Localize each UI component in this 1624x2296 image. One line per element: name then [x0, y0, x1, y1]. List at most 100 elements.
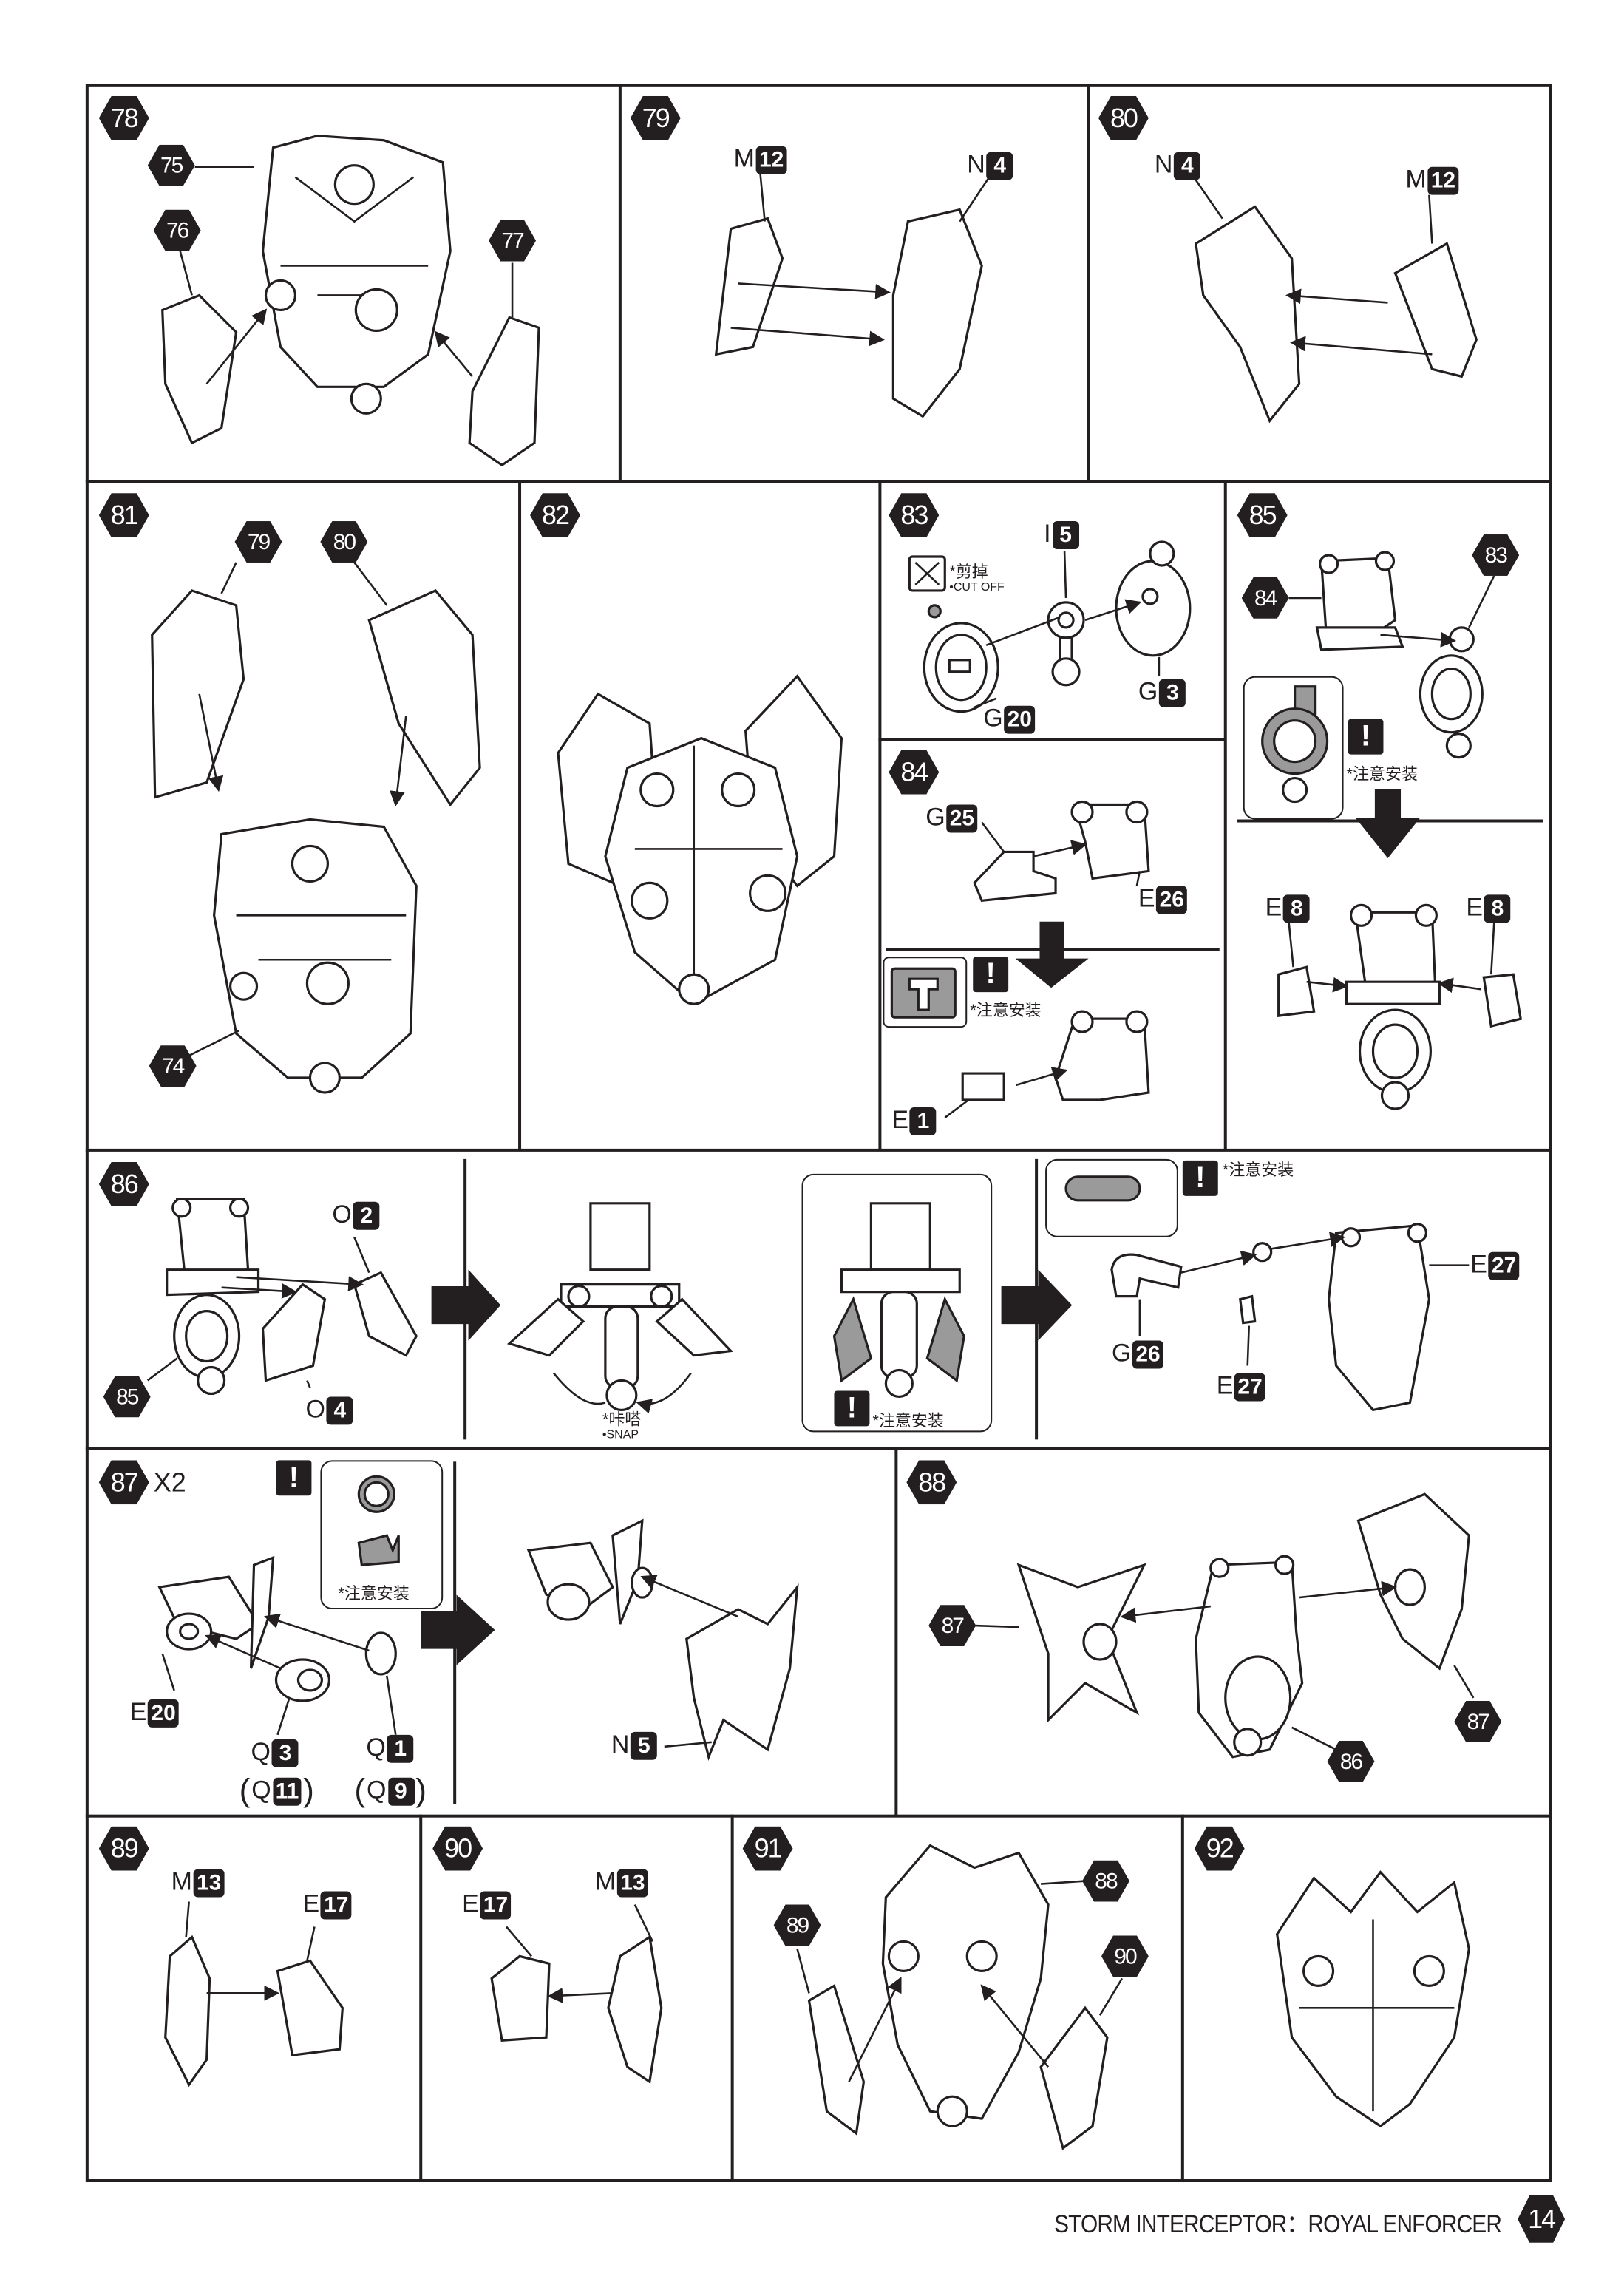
row-divider: [85, 1447, 1552, 1450]
part-runner: E: [1466, 893, 1483, 922]
part-runner: Q: [366, 1733, 386, 1762]
col-divider: [1180, 1814, 1184, 2183]
part-runner: E: [891, 1105, 909, 1134]
part-number: 11: [272, 1776, 302, 1805]
col-divider: [618, 84, 622, 482]
ref-badge: 87: [928, 1605, 976, 1646]
warning-icon: !: [1182, 1160, 1218, 1196]
part-number: 27: [1488, 1251, 1520, 1280]
part-number: 2: [353, 1200, 380, 1229]
part-runner: M: [594, 1867, 616, 1896]
part-number: 4: [326, 1396, 353, 1424]
paren: (: [354, 1771, 365, 1809]
page-number: 14: [1518, 2195, 1566, 2243]
row-divider: [85, 480, 1552, 483]
part-number: 1: [387, 1733, 414, 1762]
footer-title: STORM INTERCEPTOR：ROYAL ENFORCER: [1054, 2210, 1502, 2238]
part-number: 13: [617, 1868, 648, 1897]
caution-note: *注意安装: [970, 1002, 1042, 1021]
warning-icon: !: [276, 1460, 312, 1496]
part-runner: E: [1138, 884, 1155, 913]
cut-off-note: *剪掉: [949, 563, 988, 582]
part-runner: M: [171, 1867, 192, 1896]
part-number: 9: [387, 1776, 415, 1805]
part-number: 4: [1174, 151, 1201, 180]
part-runner: E: [1265, 893, 1282, 922]
part-number: 1: [910, 1106, 937, 1135]
part-runner: M: [1405, 165, 1427, 194]
part-number: 3: [1159, 678, 1186, 707]
part-number: 17: [480, 1890, 512, 1919]
part-runner: G: [925, 803, 945, 832]
part-runner: N: [1154, 150, 1173, 179]
row-divider: [85, 1148, 1552, 1152]
part-number: 26: [1132, 1339, 1163, 1368]
part-runner: G: [983, 704, 1003, 733]
part-runner: E: [1216, 1371, 1234, 1400]
part-runner: N: [611, 1730, 630, 1759]
part-runner: I: [1044, 520, 1051, 548]
part-number: 20: [1004, 704, 1035, 733]
warning-icon: !: [1348, 719, 1384, 755]
part-runner: E: [129, 1697, 147, 1726]
part-runner: E: [302, 1889, 320, 1918]
step-number-badge: 91: [742, 1826, 793, 1871]
caution-note: *注意安装: [1222, 1161, 1294, 1180]
part-number: 8: [1484, 894, 1511, 923]
part-runner: O: [305, 1395, 325, 1424]
caution-note: *注意安装: [338, 1586, 410, 1604]
part-number: 3: [271, 1738, 299, 1767]
col-divider: [894, 1447, 898, 1816]
col-divider: [419, 1814, 423, 2183]
paren: (: [239, 1771, 251, 1809]
warning-icon: !: [834, 1390, 870, 1427]
part-runner: G: [1138, 677, 1158, 706]
part-runner: N: [967, 150, 985, 179]
col-divider: [730, 1814, 734, 2183]
part-number: 20: [148, 1698, 179, 1727]
step-78-drawing: [161, 135, 540, 467]
part-number: 5: [1052, 520, 1079, 548]
part-runner: Q: [251, 1776, 271, 1804]
part-number: 26: [1156, 885, 1187, 914]
part-number: 4: [986, 151, 1013, 180]
part-runner: E: [462, 1889, 479, 1918]
part-number: 27: [1234, 1372, 1265, 1401]
snap-note-en: •SNAP: [602, 1427, 639, 1441]
row-divider: [85, 1814, 1552, 1818]
caution-detail-box: [1045, 1158, 1178, 1237]
multiplier-x2: X2: [153, 1467, 186, 1498]
steps-frame: [85, 84, 1552, 2183]
part-number: 8: [1283, 894, 1311, 923]
part-number: 5: [631, 1731, 658, 1759]
part-number: 25: [946, 804, 978, 832]
col-divider: [878, 480, 882, 1150]
caution-note: *注意安装: [872, 1413, 944, 1431]
step-number-badge: 82: [530, 493, 580, 538]
cut-off-note-en: •CUT OFF: [949, 580, 1005, 594]
part-runner: G: [1111, 1339, 1132, 1368]
paren: ): [415, 1771, 427, 1809]
